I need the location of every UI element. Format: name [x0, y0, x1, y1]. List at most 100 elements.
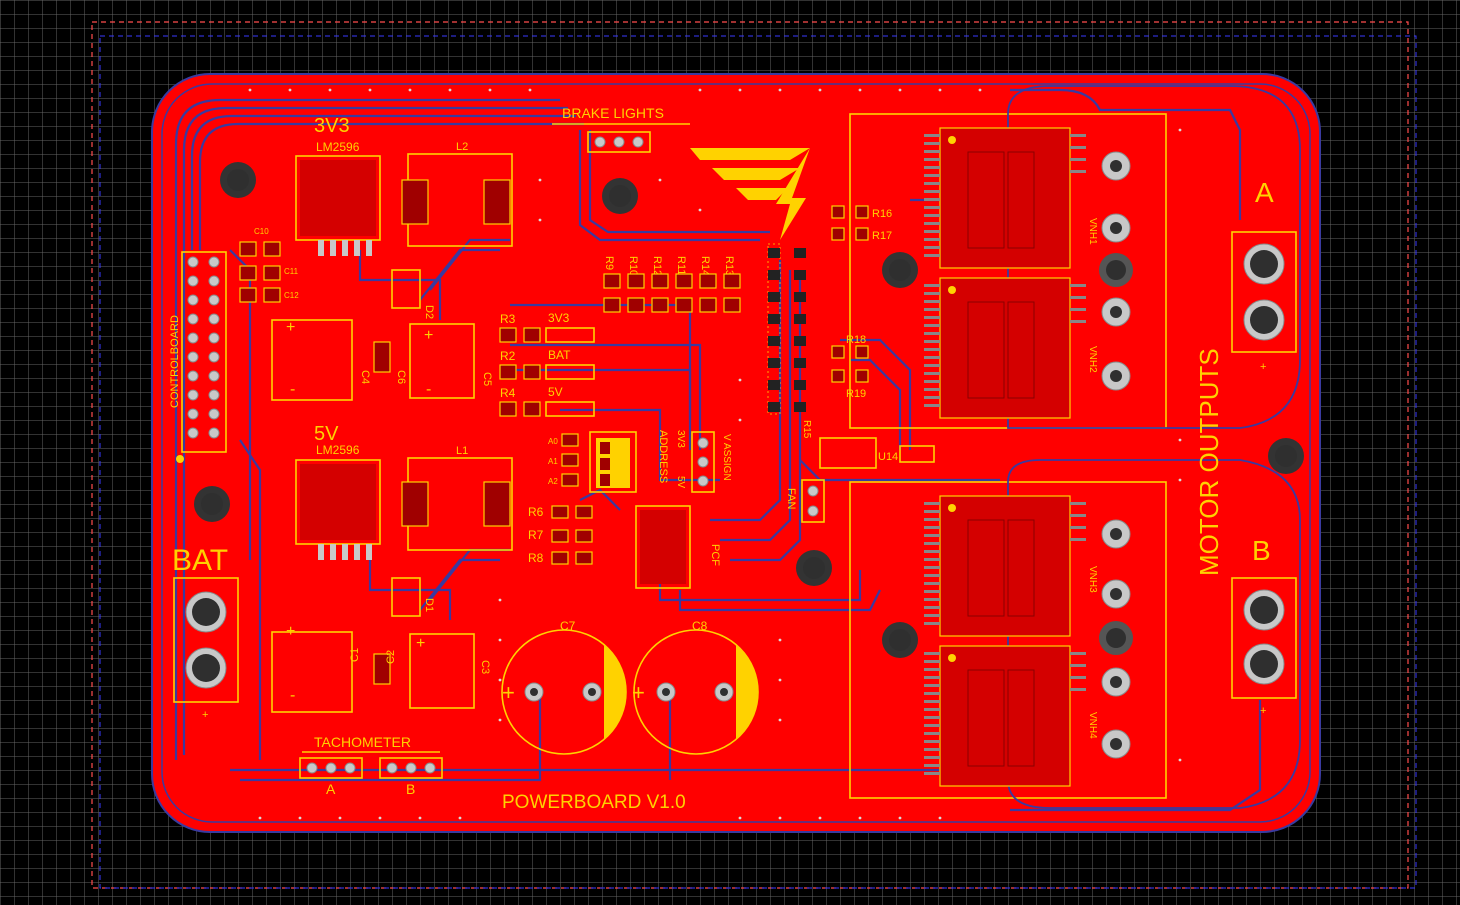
svg-text:R17: R17 [872, 230, 892, 242]
motor-a-label: A [1255, 177, 1274, 208]
bulk-capacitor-c7[interactable]: C7 + [501, 619, 627, 755]
tachometer-connector[interactable]: TACHOMETER A B [299, 734, 443, 797]
svg-text:A2: A2 [548, 477, 558, 486]
motor-b-label: B [1252, 535, 1271, 566]
svg-text:R6: R6 [528, 505, 544, 519]
keepout-outline [91, 21, 1409, 889]
trace-bus-left [174, 88, 1262, 812]
board-inner-trace [161, 83, 1311, 823]
svg-text:R3: R3 [500, 312, 516, 326]
svg-text:+: + [1260, 361, 1266, 373]
cap-c1[interactable]: + - C1 [271, 623, 361, 713]
battery-connector[interactable]: BAT + [172, 544, 239, 721]
voltage-sense-resistors[interactable]: R3 R2 R4 3V3 BAT 5V [499, 311, 595, 417]
svg-text:A0: A0 [548, 437, 558, 446]
svg-text:3V3: 3V3 [675, 430, 686, 448]
svg-text:5V: 5V [548, 385, 563, 399]
reg-3v3-part: LM2596 [316, 140, 360, 154]
pcf-expander-ic[interactable]: R6 R7 R8 PCF [528, 505, 721, 589]
cap-c3[interactable]: + C3 [409, 633, 491, 709]
motor-driver-block-a[interactable]: VNH1 VNH2 [849, 85, 1301, 429]
motor-outputs[interactable]: MOTOR OUTPUTS A + B + [1194, 177, 1297, 717]
diode-d2[interactable]: D2 [391, 269, 435, 319]
svg-text:-: - [290, 381, 295, 398]
cap-c5[interactable]: + - C5 [409, 323, 493, 399]
mechanical-outline [99, 35, 1417, 889]
c6-label: C6 [395, 370, 407, 384]
svg-text:R11: R11 [675, 256, 687, 275]
motor-driver-block-b[interactable]: VNH3 VNH4 [849, 459, 1301, 809]
fan-label: FAN [785, 488, 797, 509]
svg-text:+: + [202, 709, 208, 721]
svg-text:+: + [286, 319, 295, 336]
bulk-capacitor-c8[interactable]: C8 + [632, 619, 759, 755]
resistors-r16-r19[interactable]: R16 R17 R18 R19 [831, 205, 892, 400]
cap-c4[interactable]: + - C4 [271, 319, 371, 401]
d2-label: D2 [423, 305, 435, 319]
svg-text:R7: R7 [528, 528, 544, 542]
board-title: POWERBOARD V1.0 [502, 792, 686, 813]
vnh3-chip [939, 495, 1071, 637]
vnh4-chip [939, 645, 1071, 787]
svg-text:+: + [502, 680, 515, 705]
fan-connector[interactable]: FAN [785, 479, 825, 523]
diode-d1[interactable]: D1 [391, 577, 435, 617]
c1-label: C1 [349, 648, 361, 662]
c2-label: C2 [385, 650, 397, 664]
svg-text:VNH4: VNH4 [1087, 712, 1098, 739]
regulator-3v3[interactable]: 3V3 LM2596 [295, 115, 381, 256]
svg-text:U14: U14 [878, 451, 898, 463]
c5-label: C5 [481, 372, 493, 386]
header-pins [187, 256, 220, 439]
brake-lights-label: BRAKE LIGHTS [562, 105, 664, 121]
svg-text:-: - [290, 687, 295, 704]
svg-text:R18: R18 [846, 334, 866, 346]
reg-5v-label: 5V [314, 423, 339, 445]
c4-label: C4 [359, 370, 371, 384]
v-assign-label: V ASSIGN [721, 434, 732, 481]
svg-text:A1: A1 [548, 457, 558, 466]
bat-label: BAT [172, 544, 228, 577]
svg-text:R13: R13 [723, 256, 735, 276]
l1-label: L1 [456, 445, 468, 457]
svg-text:C11: C11 [284, 267, 299, 276]
caps-c10-c12[interactable]: C10 C11 C12 [239, 227, 299, 303]
address-dip-switch[interactable]: A0 A1 A2 ADDRESS [548, 430, 669, 493]
svg-text:R10: R10 [627, 256, 639, 276]
inductor-l2[interactable]: L2 [401, 141, 513, 247]
tachometer-label: TACHOMETER [314, 734, 411, 750]
inductor-l1[interactable]: L1 [401, 445, 513, 551]
l2-label: L2 [456, 141, 468, 153]
controlboard-header[interactable]: CONTROLBOARD [169, 251, 227, 463]
brake-lights-connector[interactable]: BRAKE LIGHTS [552, 105, 690, 153]
cap-c2[interactable]: C2 [373, 650, 397, 685]
svg-text:5V: 5V [675, 476, 686, 489]
sensor-u14[interactable]: U14 [819, 437, 935, 469]
resistor-array-r9-r14[interactable]: R9 R10 R12 R11 R14 R13 [603, 256, 741, 313]
controlboard-label: CONTROLBOARD [169, 315, 181, 408]
lm2596-3v3-outline [295, 155, 381, 241]
svg-text:-: - [426, 381, 431, 398]
driver-smd-column[interactable]: R15 [767, 243, 812, 439]
svg-text:BAT: BAT [548, 348, 571, 362]
cap-c6[interactable]: C6 [373, 341, 407, 384]
regulator-5v[interactable]: 5V LM2596 [295, 423, 381, 560]
reg-5v-part: LM2596 [316, 443, 360, 457]
svg-text:R12: R12 [651, 256, 663, 276]
svg-text:C12: C12 [284, 291, 299, 300]
reg-3v3-label: 3V3 [314, 115, 350, 137]
svg-text:R19: R19 [846, 388, 866, 400]
stitching-vias [248, 88, 1182, 820]
pcf-label: PCF [709, 544, 721, 566]
svg-text:+: + [632, 680, 645, 705]
vnh1-chip [939, 127, 1071, 269]
svg-text:+: + [416, 635, 425, 652]
svg-text:C10: C10 [254, 227, 269, 236]
svg-text:R15: R15 [801, 420, 812, 439]
motor-outputs-label: MOTOR OUTPUTS [1194, 348, 1224, 576]
svg-text:+: + [286, 623, 295, 640]
c3-label: C3 [479, 660, 491, 674]
v-assign-jumper[interactable]: 3V3 5V V ASSIGN [675, 430, 732, 493]
